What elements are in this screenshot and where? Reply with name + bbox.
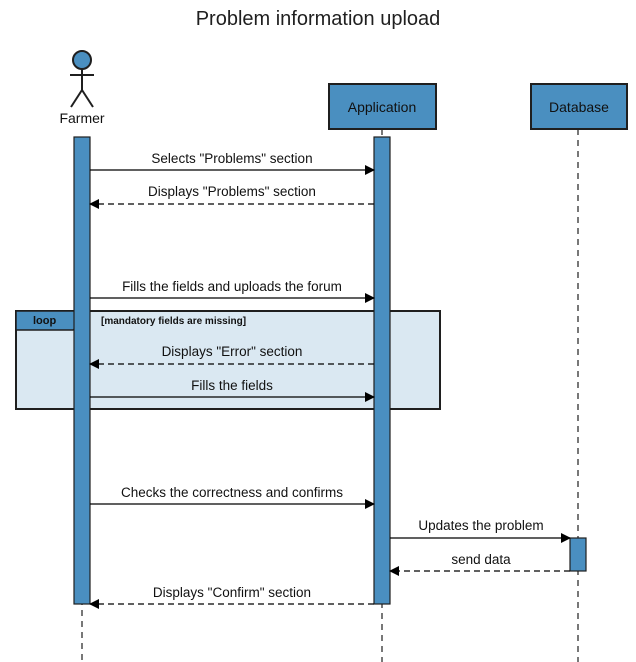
stick-figure-actor-icon bbox=[70, 50, 94, 108]
message-selects-problems: Selects "Problems" section bbox=[90, 151, 375, 175]
message-checks-and-confirms: Checks the correctness and confirms bbox=[90, 485, 375, 509]
message-label: send data bbox=[451, 552, 511, 567]
message-label: Checks the correctness and confirms bbox=[121, 485, 343, 500]
loop-tag-label: loop bbox=[33, 315, 56, 327]
participant-application: Application bbox=[328, 83, 437, 130]
message-displays-error: Displays "Error" section bbox=[89, 344, 374, 369]
diagram-title: Problem information upload bbox=[196, 8, 441, 30]
loop-guard: [mandatory fields are missing] bbox=[101, 316, 246, 327]
database-activation-bar bbox=[569, 537, 587, 572]
participant-database-label: Database bbox=[549, 99, 609, 115]
participant-application-box bbox=[328, 83, 437, 130]
participant-application-label: Application bbox=[348, 99, 417, 115]
message-label: Displays "Error" section bbox=[162, 344, 303, 359]
message-label: Displays "Problems" section bbox=[148, 184, 316, 199]
message-displays-problems: Displays "Problems" section bbox=[89, 184, 374, 209]
message-displays-confirm: Displays "Confirm" section bbox=[89, 585, 374, 609]
message-fills-and-uploads: Fills the fields and uploads the forum bbox=[90, 279, 375, 303]
message-label: Fills the fields bbox=[191, 378, 273, 393]
message-label: Selects "Problems" section bbox=[151, 151, 312, 166]
message-send-data: send data bbox=[389, 552, 570, 576]
farmer-activation-bar bbox=[73, 136, 91, 605]
application-activation-bar bbox=[373, 136, 391, 605]
message-fills-fields: Fills the fields bbox=[90, 378, 375, 402]
participant-database-box bbox=[530, 83, 628, 130]
actor-farmer-label: Farmer bbox=[59, 110, 104, 126]
message-updates-problem: Updates the problem bbox=[390, 518, 571, 543]
message-label: Displays "Confirm" section bbox=[153, 585, 311, 600]
message-label: Updates the problem bbox=[418, 518, 543, 533]
participant-database: Database bbox=[530, 83, 628, 130]
message-label: Fills the fields and uploads the forum bbox=[122, 279, 342, 294]
